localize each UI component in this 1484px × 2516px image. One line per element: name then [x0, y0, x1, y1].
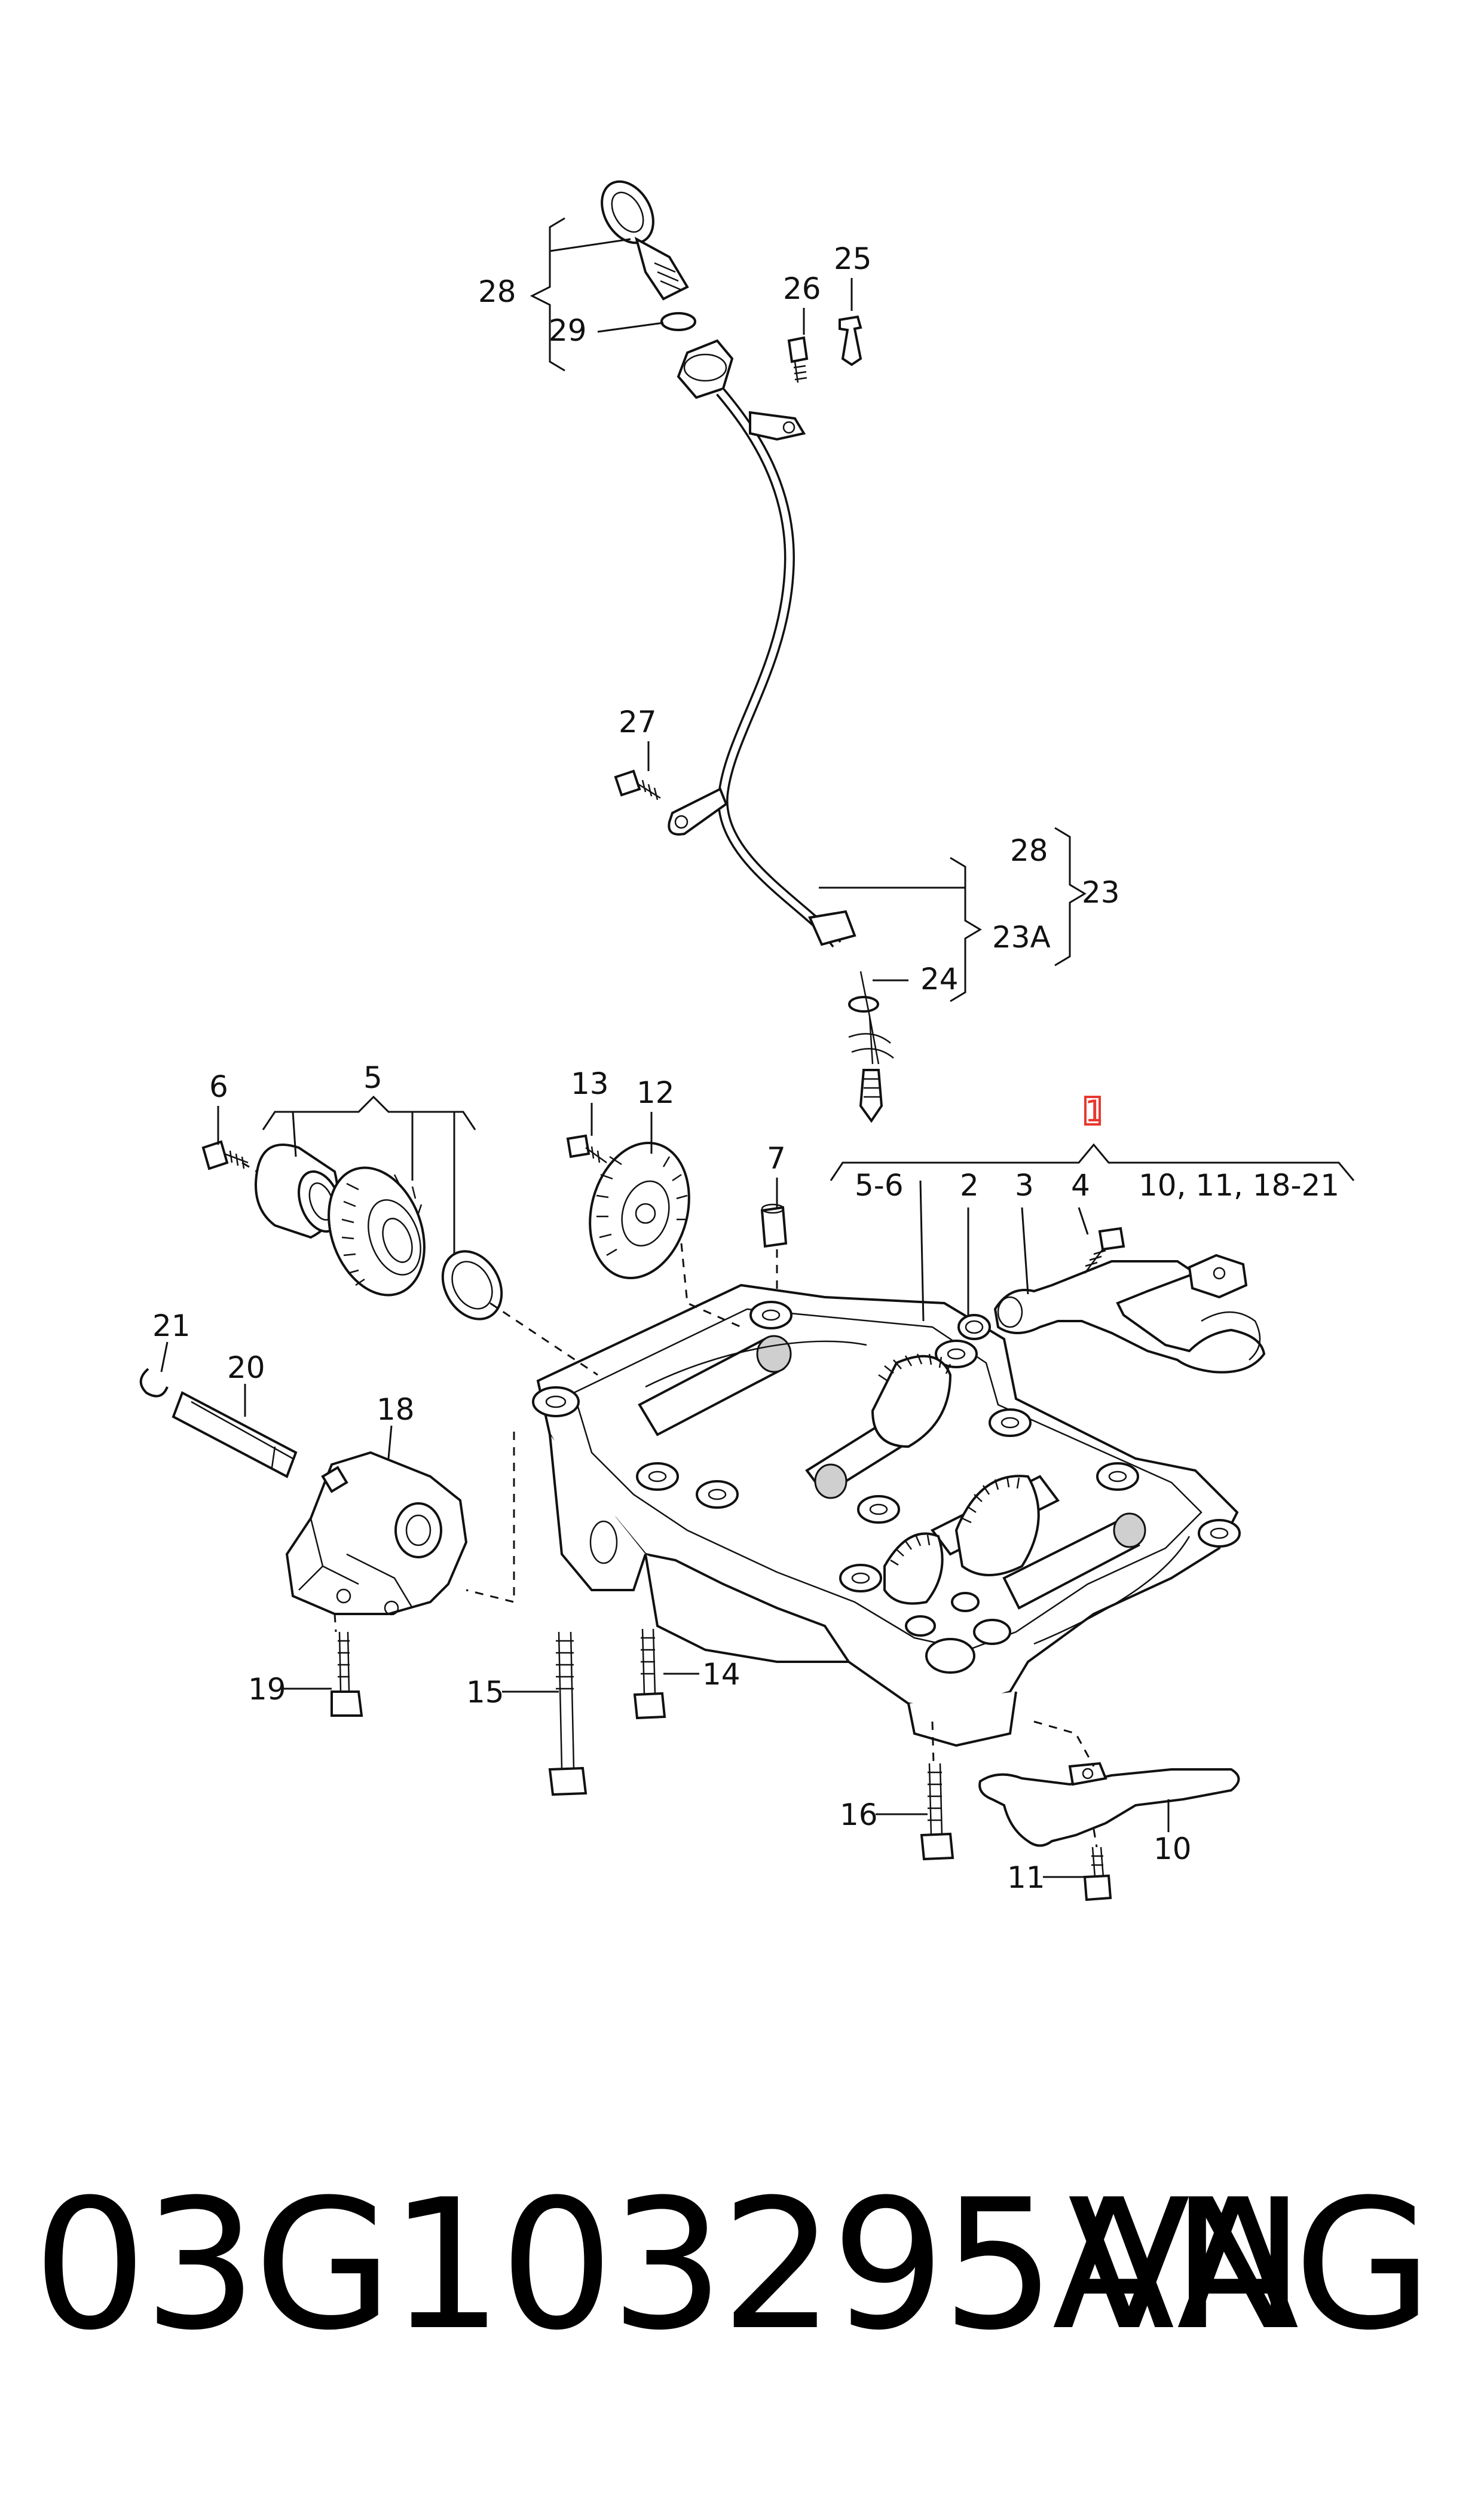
label-28-top: 28: [478, 274, 516, 309]
oil-pump-18: [285, 1451, 468, 1616]
label-18: 18: [377, 1392, 415, 1427]
label-4: 4: [1071, 1168, 1090, 1203]
label-10: 10: [1153, 1832, 1192, 1866]
bolt-27: [614, 769, 661, 800]
label-11: 11: [1007, 1860, 1045, 1895]
shaft-20: [172, 1391, 298, 1478]
label-12: 12: [637, 1075, 675, 1110]
label-21: 21: [152, 1309, 191, 1343]
assembly-guide-lines: [241, 1161, 1098, 1848]
retaining-ring-21: [139, 1368, 169, 1398]
label-28-right: 28: [1010, 833, 1048, 868]
label-26: 26: [783, 271, 821, 306]
label-27: 27: [619, 705, 657, 739]
label-23a: 23A: [992, 920, 1051, 955]
label-25: 25: [834, 241, 872, 276]
label-7: 7: [767, 1141, 786, 1176]
label-16: 16: [840, 1797, 878, 1832]
label-10-11-18-21: 10, 11, 18-21: [1139, 1168, 1339, 1203]
label-19: 19: [248, 1672, 286, 1707]
label-1: 1: [1085, 1094, 1104, 1129]
o-ring-2: [957, 1314, 991, 1340]
callout-labels: 28 29 26 25 27 28 23 23A 24 5 6 13 12 7 …: [152, 241, 1339, 1895]
label-23: 23: [1082, 875, 1120, 910]
balance-shaft-housing: [532, 1283, 1241, 1747]
label-14: 14: [702, 1657, 741, 1692]
suction-pipe-3: [993, 1254, 1266, 1374]
exploded-parts-diagram: 28 29 26 25 27 28 23 23A 24 5 6 13 12 7 …: [139, 180, 1355, 1901]
clip-25: [839, 315, 862, 366]
highlight-box: [1084, 1096, 1101, 1126]
dipstick-assembly: [601, 180, 894, 1123]
bolt-26: [787, 336, 809, 383]
brand-name: VAG: [1067, 2161, 1433, 2370]
suction-pipe-10: [978, 1762, 1240, 1847]
bolt-6: [201, 1140, 249, 1170]
bolt-19: [331, 1631, 363, 1717]
bolt-16: [920, 1763, 954, 1861]
label-5: 5: [363, 1060, 383, 1095]
label-24: 24: [920, 962, 959, 996]
bolt-14: [633, 1628, 666, 1720]
bolt-15: [548, 1631, 588, 1796]
leader-lines: [160, 217, 1355, 1878]
bolt-4: [1084, 1227, 1125, 1274]
label-29: 29: [549, 313, 587, 348]
label-20: 20: [227, 1350, 265, 1385]
label-2: 2: [960, 1168, 979, 1203]
label-3: 3: [1015, 1168, 1034, 1203]
sleeve-7: [760, 1203, 788, 1248]
label-6: 6: [209, 1069, 228, 1104]
label-5-6: 5-6: [855, 1168, 904, 1203]
balance-gear-12: [589, 1142, 690, 1279]
balance-gear: [328, 1166, 426, 1297]
bolt-11: [1083, 1847, 1112, 1901]
part-number: 03G103295AN: [33, 2161, 1305, 2370]
label-13: 13: [571, 1066, 609, 1101]
thrust-washer: [441, 1250, 503, 1320]
label-15: 15: [466, 1675, 504, 1710]
bolt-13: [566, 1134, 607, 1164]
